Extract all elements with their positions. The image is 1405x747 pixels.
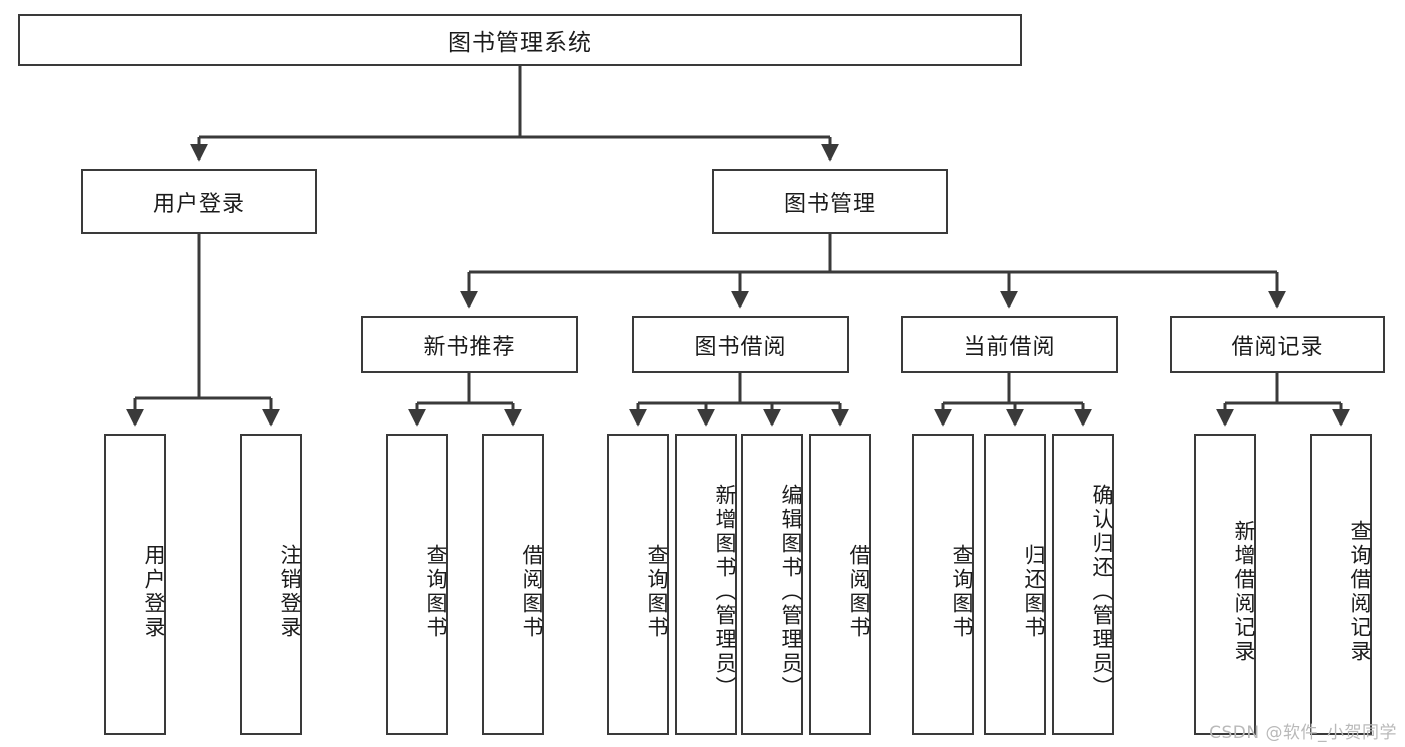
node-label: 注销登录 [278,543,302,640]
node-label: 借阅图书 [847,543,871,640]
watermark: CSDN @软件_小贺同学 [1209,723,1397,743]
node-label: 图书管理系统 [448,30,592,56]
leaf-borrow-borrow-book[interactable]: 借阅图书 [809,434,871,735]
node-label: 新书推荐 [423,334,516,360]
leaf-current-query-book[interactable]: 查询图书 [912,434,974,735]
leaf-current-confirm-return-admin[interactable]: 确认归还（管理员） [1052,434,1114,735]
leaf-user-login-logout[interactable]: 注销登录 [240,434,302,735]
leaf-recommend-query-book[interactable]: 查询图书 [386,434,448,735]
leaf-records-query-record[interactable]: 查询借阅记录 [1310,434,1372,735]
leaf-borrow-edit-book-admin[interactable]: 编辑图书（管理员） [741,434,803,735]
node-label: 确认归还（管理员） [1090,483,1114,700]
node-label: 当前借阅 [963,334,1056,360]
node-book-borrow[interactable]: 图书借阅 [632,316,849,373]
node-label: 查询图书 [645,543,669,640]
node-root-system[interactable]: 图书管理系统 [18,14,1022,66]
node-label: 查询图书 [424,543,448,640]
node-label: 新增图书（管理员） [713,483,737,700]
node-book-management[interactable]: 图书管理 [712,169,948,234]
leaf-user-login-login[interactable]: 用户登录 [104,434,166,735]
leaf-current-return-book[interactable]: 归还图书 [984,434,1046,735]
node-label: 查询借阅记录 [1348,519,1372,664]
node-label: 编辑图书（管理员） [779,483,803,700]
leaf-recommend-borrow-book[interactable]: 借阅图书 [482,434,544,735]
node-new-book-recommend[interactable]: 新书推荐 [361,316,578,373]
node-label: 新增借阅记录 [1232,519,1256,664]
node-label: 借阅图书 [520,543,544,640]
node-current-borrow[interactable]: 当前借阅 [901,316,1118,373]
node-label: 图书管理 [783,191,876,217]
node-label: 用户登录 [142,543,166,640]
node-label: 归还图书 [1022,543,1046,640]
node-user-login[interactable]: 用户登录 [81,169,317,234]
node-label: 查询图书 [950,543,974,640]
leaf-borrow-add-book-admin[interactable]: 新增图书（管理员） [675,434,737,735]
node-label: 用户登录 [152,191,245,217]
leaf-records-add-record[interactable]: 新增借阅记录 [1194,434,1256,735]
leaf-borrow-query-book[interactable]: 查询图书 [607,434,669,735]
node-label: 图书借阅 [694,334,787,360]
node-label: 借阅记录 [1231,334,1324,360]
node-borrow-records[interactable]: 借阅记录 [1170,316,1385,373]
